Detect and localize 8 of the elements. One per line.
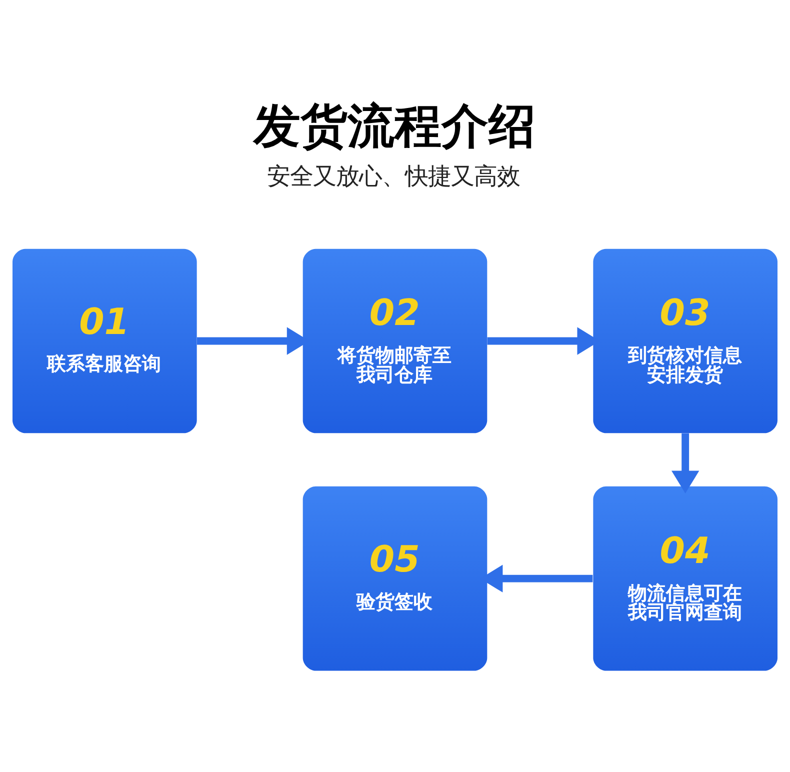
- label: 安全又放心、快捷又高效: [267, 162, 520, 190]
- node-box: 04 物流信息可在我司官网查询: [593, 486, 778, 671]
- diagram-title: 发货流程介绍: [253, 98, 536, 154]
- node-box: 03 到货核对信息安排发货: [593, 248, 778, 434]
- node-box: 01 联系客服咨询: [12, 248, 197, 434]
- node-box: 05 验货签收: [302, 486, 488, 671]
- arrow: [672, 433, 700, 494]
- node-box: 02 将货物邮寄至我司仓库: [302, 248, 488, 434]
